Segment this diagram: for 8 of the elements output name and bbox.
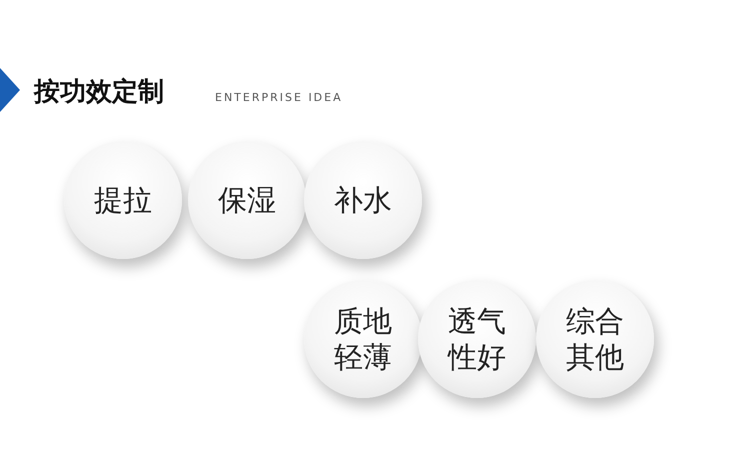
circle-button: 质地轻薄 xyxy=(304,280,422,398)
circle-button: 提拉 xyxy=(64,141,182,259)
circle-button: 保湿 xyxy=(188,141,306,259)
circle-button: 透气性好 xyxy=(418,280,536,398)
circle-button: 综合其他 xyxy=(536,280,654,398)
circle-button: 补水 xyxy=(304,141,422,259)
subtitle: ENTERPRISE IDEA xyxy=(215,91,343,104)
title: 按功效定制 xyxy=(34,76,164,109)
